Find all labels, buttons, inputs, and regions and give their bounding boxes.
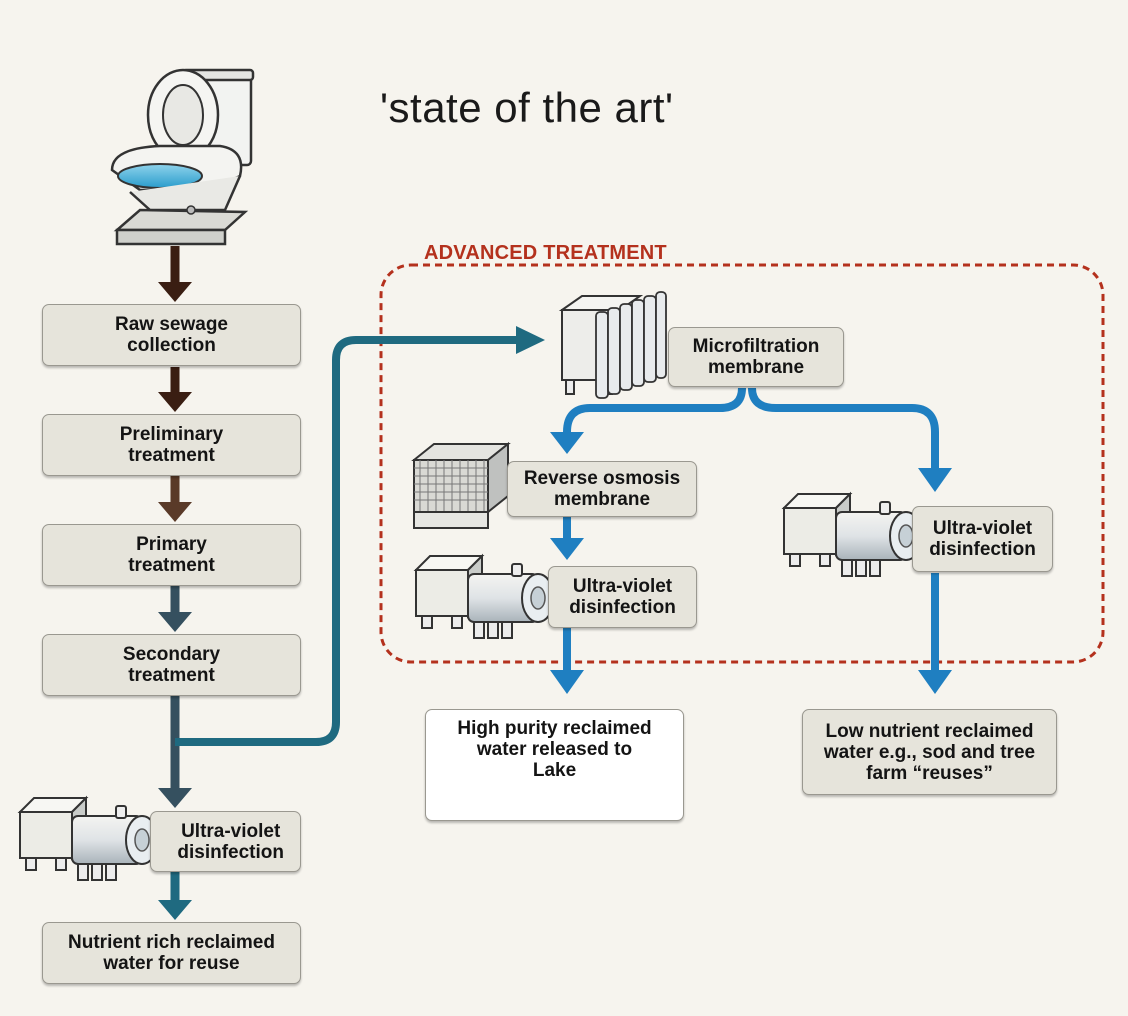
advanced-flow-arrows [550,387,952,694]
reverse-osmosis-membrane-box: Reverse osmosis membrane [507,461,697,517]
primary-treatment-box: Primary treatment [42,524,301,586]
uv-disinfection-box-middle: Ultra-violet disinfection [548,566,697,628]
raw-sewage-collection-box: Raw sewage collection [42,304,301,366]
uv-disinfection-box-left: Ultra-violet disinfection [150,811,301,872]
page-title: 'state of the art' [380,84,674,131]
preliminary-treatment-box: Preliminary treatment [42,414,301,476]
uv-unit-icon [783,493,923,577]
uv-unit-icon [415,555,555,639]
advanced-branch-arrow [175,336,520,746]
microfiltration-module-icon [558,291,667,399]
nutrient-rich-water-box: Nutrient rich reclaimed water for reuse [42,922,301,984]
microfiltration-membrane-box: Microfiltration membrane [668,327,844,387]
secondary-treatment-box: Secondary treatment [42,634,301,696]
uv-disinfection-box-right: Ultra-violet disinfection [912,506,1053,572]
uv-unit-icon [19,797,159,881]
advanced-treatment-region [379,263,1105,664]
toilet-icon [110,68,255,246]
high-purity-water-box: High purity reclaimed water released to … [425,709,684,821]
advanced-treatment-label: ADVANCED TREATMENT [424,242,667,264]
reverse-osmosis-module-icon [411,441,511,529]
low-nutrient-water-box: Low nutrient reclaimed water e.g., sod a… [802,709,1057,795]
advanced-branch-arrowhead [516,326,545,354]
